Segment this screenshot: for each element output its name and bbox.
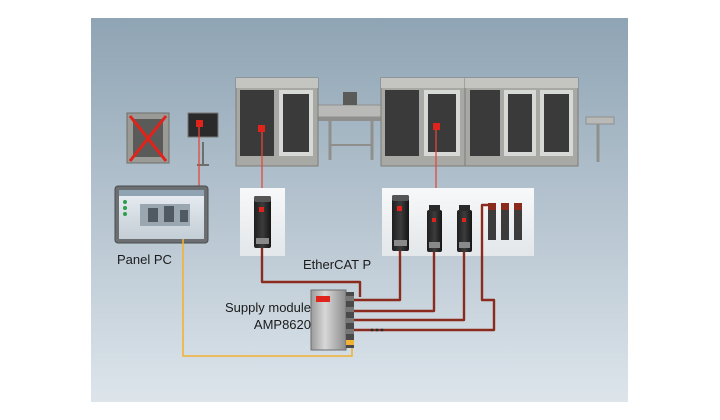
highlight-marker-icon [259,207,264,212]
panel-pc-label: Panel PC [117,252,172,267]
conveyor [317,92,615,162]
servo-drive [254,196,271,248]
panel-pc [114,185,209,244]
machine-module-1 [235,77,319,167]
machine-module-2 [380,77,466,167]
servo-drive [392,195,409,251]
signal-cable [182,239,353,357]
ethercat-p-label: EtherCAT P [303,257,372,272]
servo-drive [427,205,442,252]
machine-module-3 [464,77,579,167]
highlight-marker-icon [397,206,402,211]
supply-module [310,289,354,351]
highlight-marker-icon [433,123,440,130]
highlight-marker-icon [196,120,203,127]
servo-drive [457,205,472,252]
supply-module-label: Supply module [225,300,311,315]
supply-module-model-label: AMP8620 [253,317,311,332]
ethercat-p-cables [260,203,496,332]
connector-cluster [488,203,522,240]
more-drives-ellipsis [370,328,384,332]
highlight-marker-icon [462,218,466,222]
highlight-marker-icon [258,125,265,132]
disabled-cabinet [126,112,170,164]
highlight-marker-icon [432,218,436,222]
